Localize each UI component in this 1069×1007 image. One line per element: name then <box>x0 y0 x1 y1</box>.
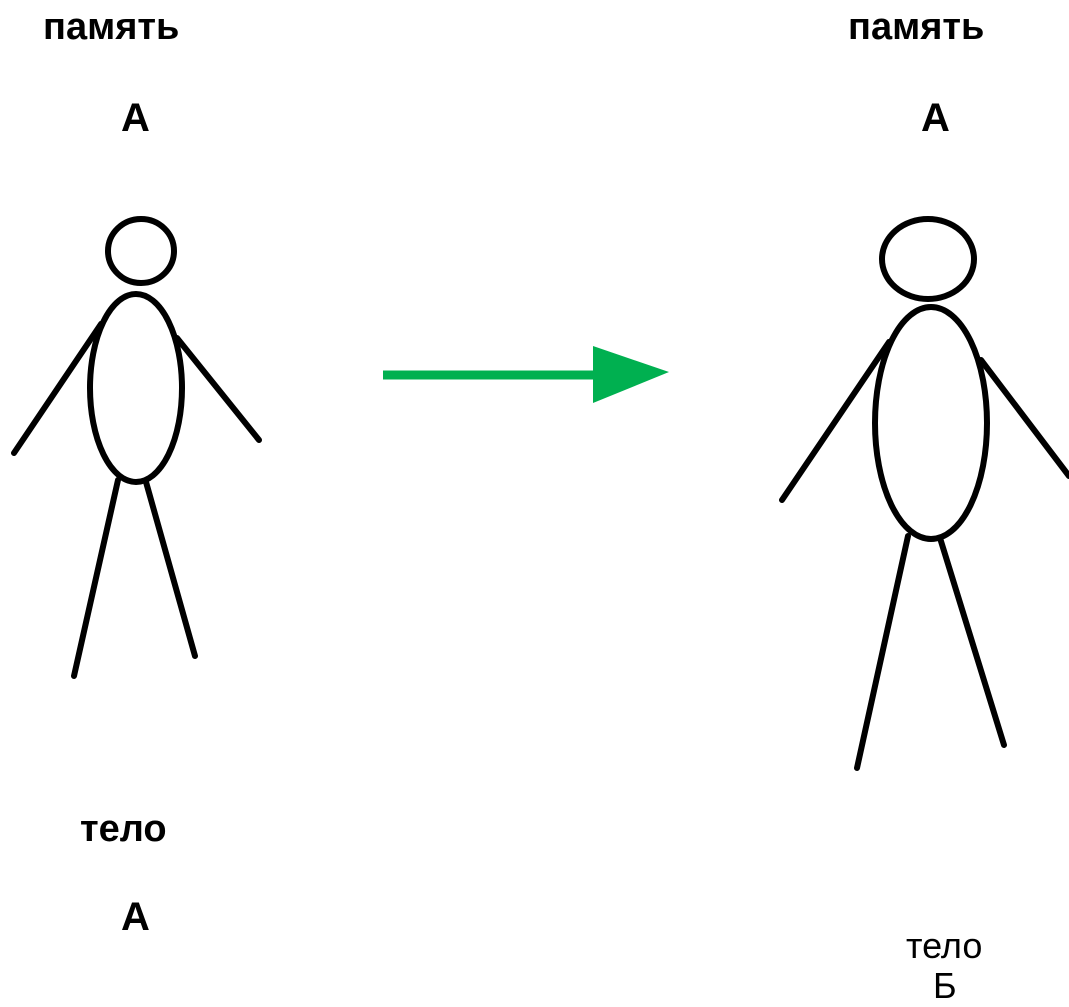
left-memory-value: А <box>121 96 150 140</box>
arrow-head <box>593 346 669 403</box>
right-figure-torso <box>872 304 990 542</box>
right-figure-left-arm <box>779 339 892 503</box>
left-figure-left-arm <box>11 321 104 456</box>
left-body-label: тело <box>80 808 167 850</box>
left-figure-left-leg <box>71 477 121 679</box>
left-stick-figure <box>11 216 262 679</box>
right-memory-label: память <box>848 6 985 48</box>
left-memory-label: память <box>43 6 180 48</box>
right-figure-right-leg <box>937 535 1007 748</box>
left-figure-right-leg <box>143 479 198 659</box>
right-figure-head <box>879 216 977 302</box>
left-figure-head <box>105 216 177 286</box>
right-figure-right-arm <box>978 357 1069 479</box>
right-body-label: тело <box>906 925 983 966</box>
right-body-value: Б <box>933 965 957 1006</box>
left-figure-right-arm <box>174 335 262 443</box>
right-stick-figure <box>779 216 1069 771</box>
right-figure-left-leg <box>854 533 911 771</box>
transfer-arrow <box>383 346 669 403</box>
right-memory-value: А <box>921 96 950 140</box>
left-body-value: А <box>121 895 150 939</box>
left-figure-torso <box>87 291 185 485</box>
